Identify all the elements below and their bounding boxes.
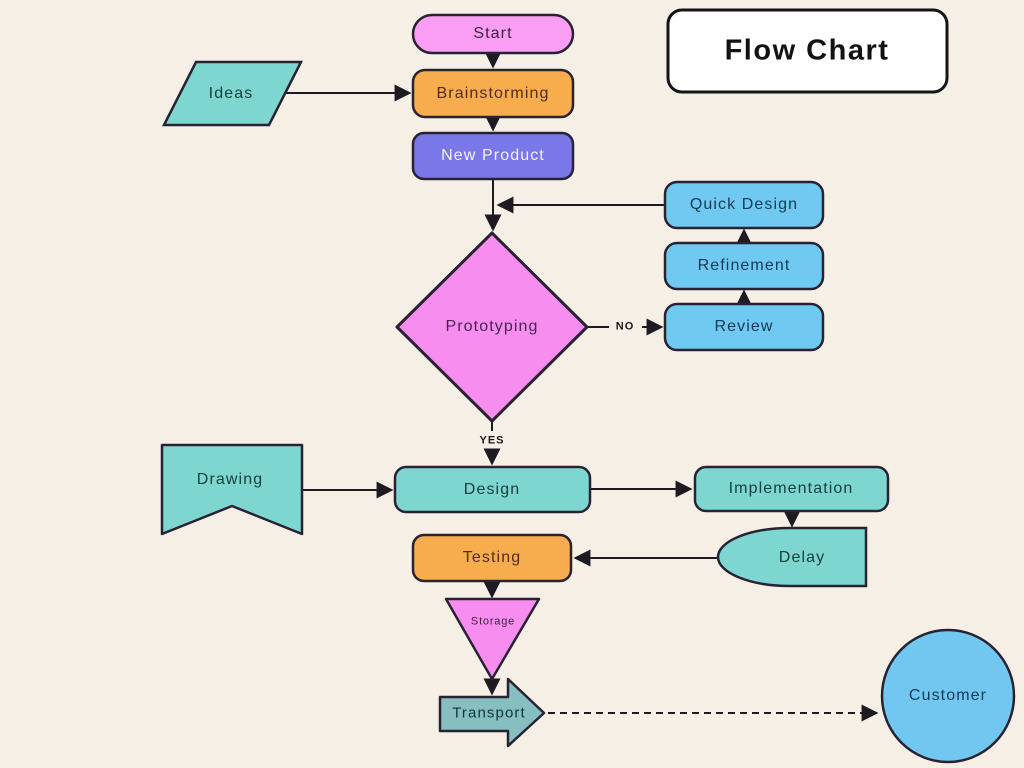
- node-storage-label: Storage: [470, 615, 516, 628]
- node-brainstorming[interactable]: [411, 68, 575, 119]
- node-drawing-label: Drawing: [196, 471, 264, 488]
- decision-yes-label: YES: [479, 434, 505, 447]
- node-implementation-label: Implementation: [728, 480, 854, 497]
- node-refinement-label: Refinement: [697, 257, 791, 274]
- node-testing-label: Testing: [462, 549, 522, 566]
- node-testing[interactable]: [411, 533, 573, 583]
- node-delay-label: Delay: [778, 549, 826, 566]
- node-start-label: Start: [473, 25, 513, 42]
- node-drawing[interactable]: [160, 443, 304, 536]
- node-ideas[interactable]: [161, 60, 304, 127]
- node-transport[interactable]: [438, 677, 546, 748]
- node-refinement[interactable]: [663, 241, 825, 291]
- page-title: Flow Chart: [724, 34, 890, 67]
- node-design[interactable]: [393, 465, 592, 514]
- node-delay[interactable]: [716, 526, 868, 588]
- node-brainstorming-label: Brainstorming: [436, 85, 550, 102]
- node-implementation[interactable]: [693, 465, 890, 513]
- node-prototyping-label: Prototyping: [445, 318, 539, 335]
- node-customer[interactable]: [880, 628, 1016, 764]
- title-box: [666, 8, 949, 94]
- node-transport-label: Transport: [452, 704, 526, 722]
- node-start[interactable]: [411, 13, 575, 55]
- node-new-product-label: New Product: [441, 147, 545, 164]
- node-design-label: Design: [463, 481, 521, 498]
- node-review-label: Review: [714, 318, 774, 335]
- node-new-product[interactable]: [411, 131, 575, 181]
- node-review[interactable]: [663, 302, 825, 352]
- node-prototyping[interactable]: [395, 231, 589, 423]
- node-customer-label: Customer: [908, 687, 988, 704]
- node-quick-design-label: Quick Design: [689, 196, 799, 213]
- decision-no-label: NO: [615, 320, 635, 333]
- node-quick-design[interactable]: [663, 180, 825, 230]
- node-ideas-label: Ideas: [208, 85, 254, 102]
- node-storage[interactable]: [444, 597, 541, 681]
